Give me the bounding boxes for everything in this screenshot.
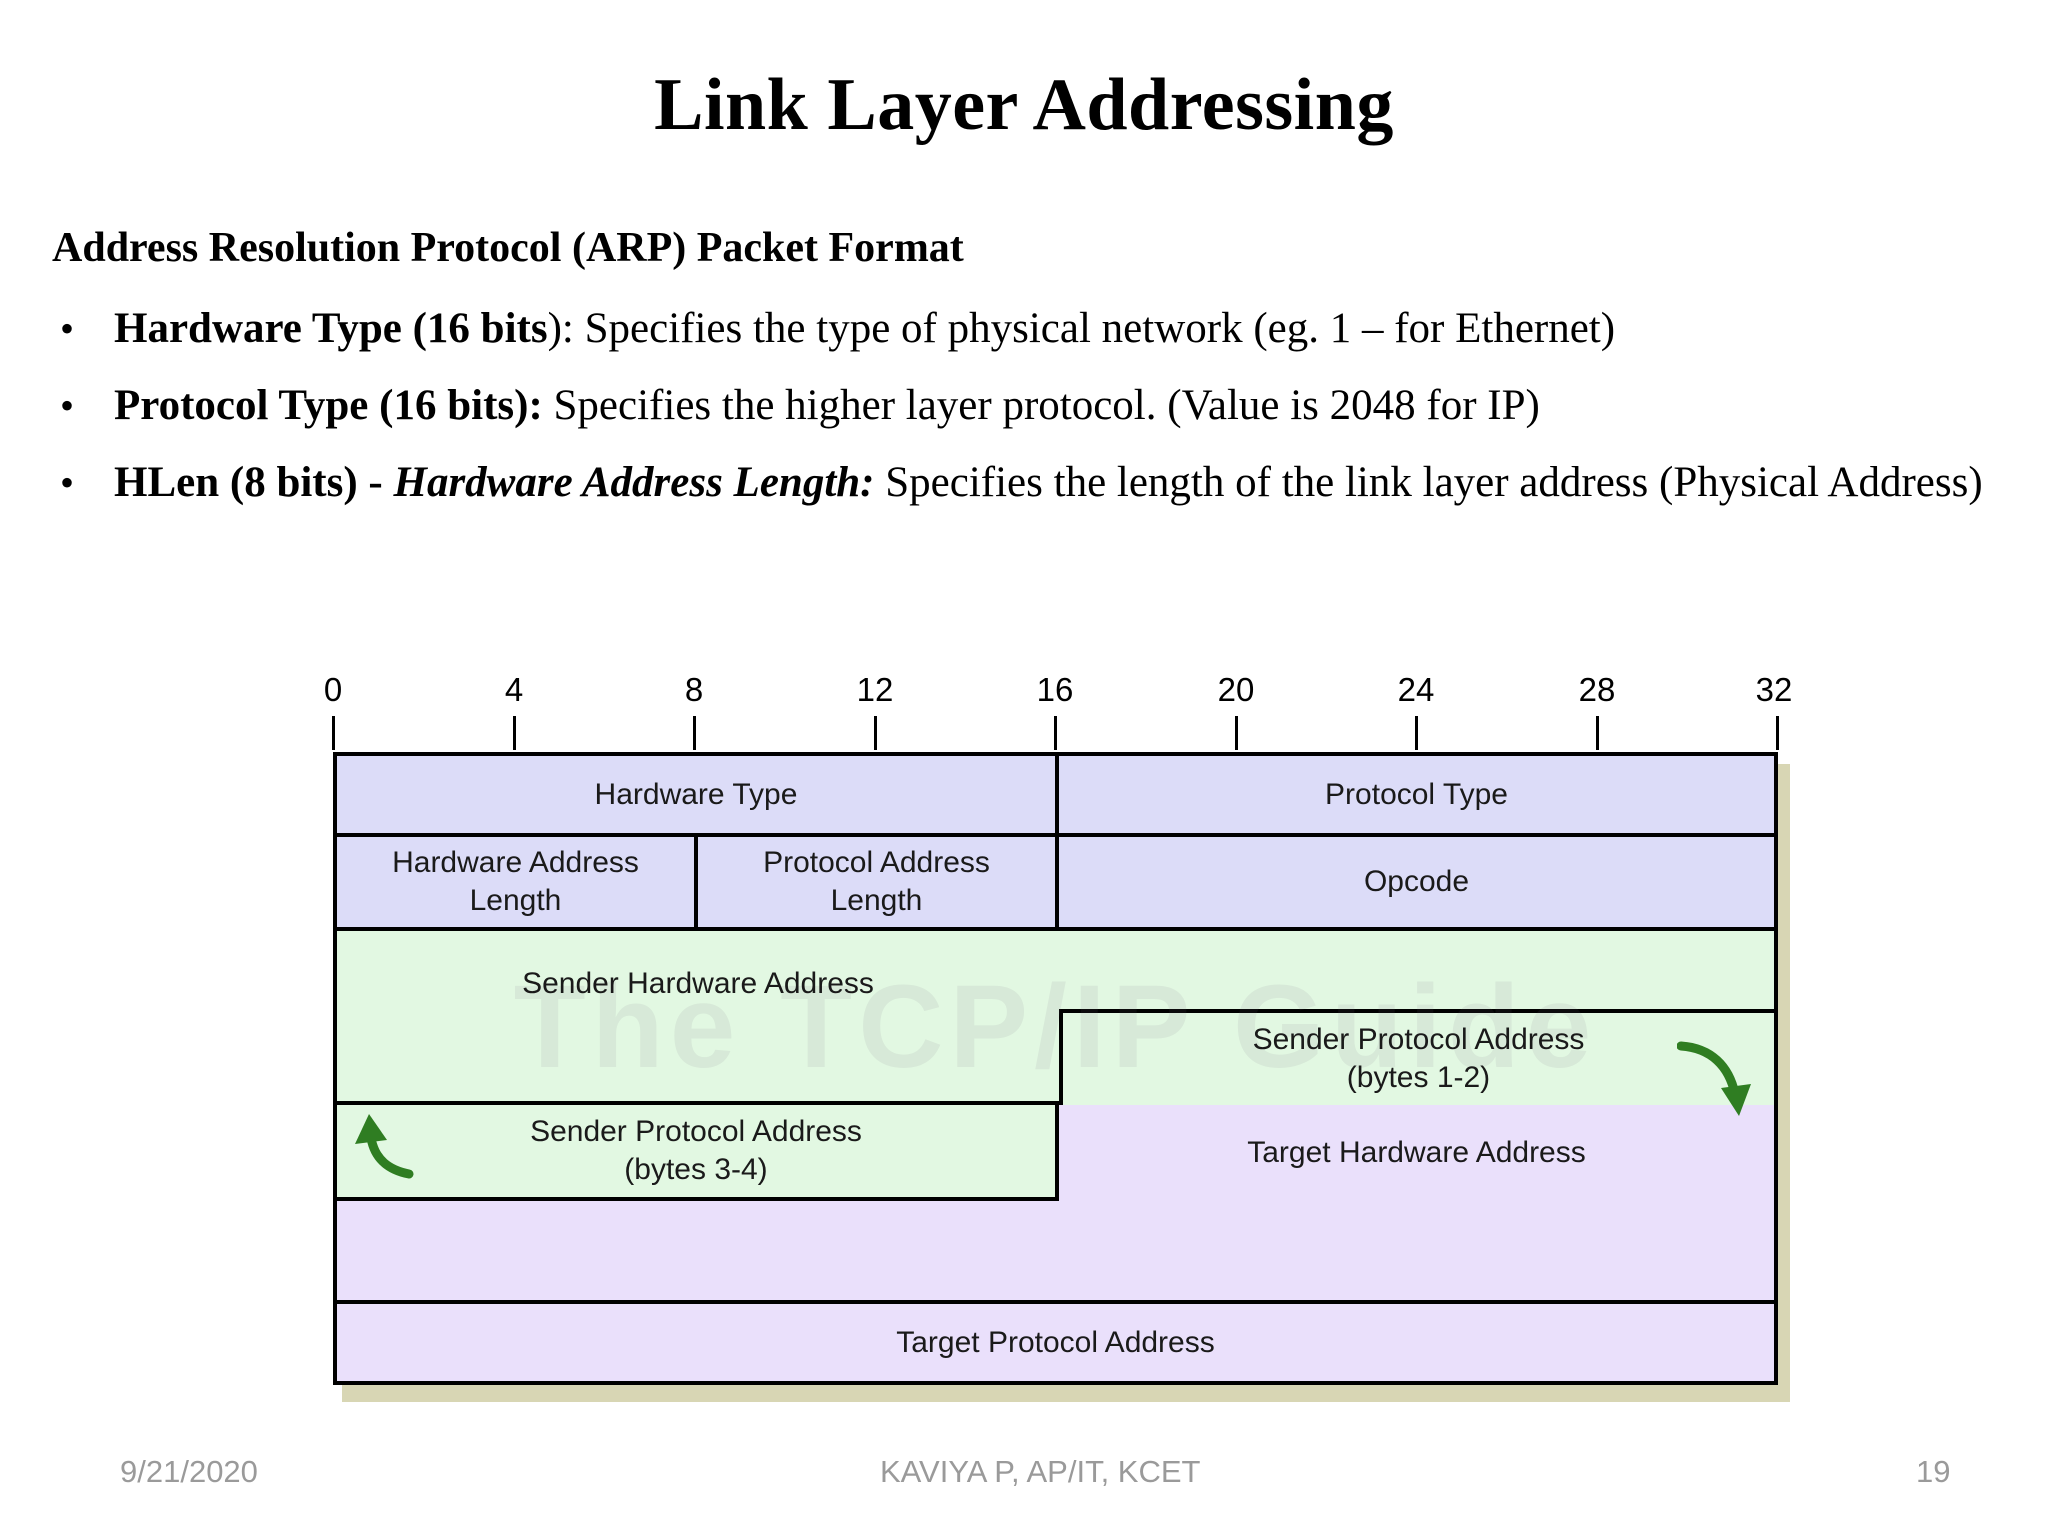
cell-protocol-address-length: Protocol Address Length <box>698 837 1059 931</box>
ruler-tick-12 <box>874 716 877 750</box>
cell-opcode: Opcode <box>1059 837 1774 931</box>
bullet-marker-icon: • <box>60 306 75 351</box>
cell-sender-protocol-address-bytes-1-2: Sender Protocol Address (bytes 1-2) <box>1059 1009 1774 1105</box>
bullet-item-hardware-type: • Hardware Type (16 bits): Specifies the… <box>52 296 2012 361</box>
section-subheading: Address Resolution Protocol (ARP) Packet… <box>52 225 964 271</box>
cell-hardware-type: Hardware Type <box>337 756 1059 837</box>
ruler-tick-8 <box>693 716 696 750</box>
ruler-tick-24 <box>1415 716 1418 750</box>
bullet-marker-icon: • <box>60 383 75 428</box>
bullet-text: HLen (8 bits) - Hardware Address Length:… <box>114 450 2012 515</box>
cell-sender-protocol-address-bytes-3-4: Sender Protocol Address (bytes 3-4) <box>337 1105 1059 1201</box>
bullet-bold-lead: HLen (8 bits) - <box>114 459 394 506</box>
bullet-rest: Specifies the length of the link layer a… <box>874 459 1983 506</box>
ruler-label-4: 4 <box>504 671 524 708</box>
ruler-tick-0 <box>332 716 335 750</box>
ruler-label-28: 28 <box>1578 671 1616 708</box>
ruler-label-0: 0 <box>323 671 343 708</box>
ruler-label-16: 16 <box>1036 671 1074 708</box>
bit-offset-ruler: 0 4 8 12 16 20 24 28 32 <box>324 671 1792 752</box>
bullet-rest: Specifies the higher layer protocol. (Va… <box>542 382 1540 429</box>
cell-target-hardware-address-lower <box>337 1201 1774 1304</box>
footer-page-number: 19 <box>1916 1454 1951 1489</box>
ruler-label-32: 32 <box>1755 671 1793 708</box>
ruler-tick-20 <box>1235 716 1238 750</box>
ruler-tick-16 <box>1054 716 1057 750</box>
content-body: Address Resolution Protocol (ARP) Packet… <box>52 222 2012 527</box>
bullet-rest: ): Specifies the type of physical networ… <box>547 305 1616 352</box>
bullet-bold-italic: Hardware Address Length: <box>393 459 875 506</box>
page-title: Link Layer Addressing <box>654 64 1394 146</box>
footer-date: 9/21/2020 <box>120 1454 258 1489</box>
ruler-tick-28 <box>1596 716 1599 750</box>
bullet-item-hlen: • HLen (8 bits) - Hardware Address Lengt… <box>52 450 2012 515</box>
bullet-text: Hardware Type (16 bits): Specifies the t… <box>114 296 2012 361</box>
ruler-label-12: 12 <box>856 671 894 708</box>
bullet-text: Protocol Type (16 bits): Specifies the h… <box>114 373 2012 438</box>
cell-target-protocol-address: Target Protocol Address <box>337 1304 1774 1381</box>
cell-target-hardware-address: Target Hardware Address <box>1059 1105 1774 1201</box>
cell-hardware-address-length: Hardware Address Length <box>337 837 698 931</box>
ruler-label-8: 8 <box>684 671 704 708</box>
ruler-tick-32 <box>1776 716 1779 750</box>
slide-footer: 9/21/2020 KAVIYA P, AP/IT, KCET 19 <box>0 1452 2048 1504</box>
ruler-label-20: 20 <box>1217 671 1255 708</box>
bullet-item-protocol-type: • Protocol Type (16 bits): Specifies the… <box>52 373 2012 438</box>
bullet-bold-lead: Protocol Type (16 bits): <box>114 382 543 429</box>
footer-attribution: KAVIYA P, AP/IT, KCET <box>880 1454 1201 1489</box>
bullet-marker-icon: • <box>60 460 75 505</box>
ruler-tick-4 <box>513 716 516 750</box>
ruler-label-24: 24 <box>1397 671 1435 708</box>
arp-packet-format-diagram: 0 4 8 12 16 20 24 28 32 The TCP/IP Guide… <box>324 671 1792 1402</box>
cell-protocol-type: Protocol Type <box>1059 756 1774 837</box>
packet-table: The TCP/IP Guide Hardware Type Protocol … <box>333 752 1778 1385</box>
bullet-bold-lead: Hardware Type (16 bits <box>114 305 548 352</box>
